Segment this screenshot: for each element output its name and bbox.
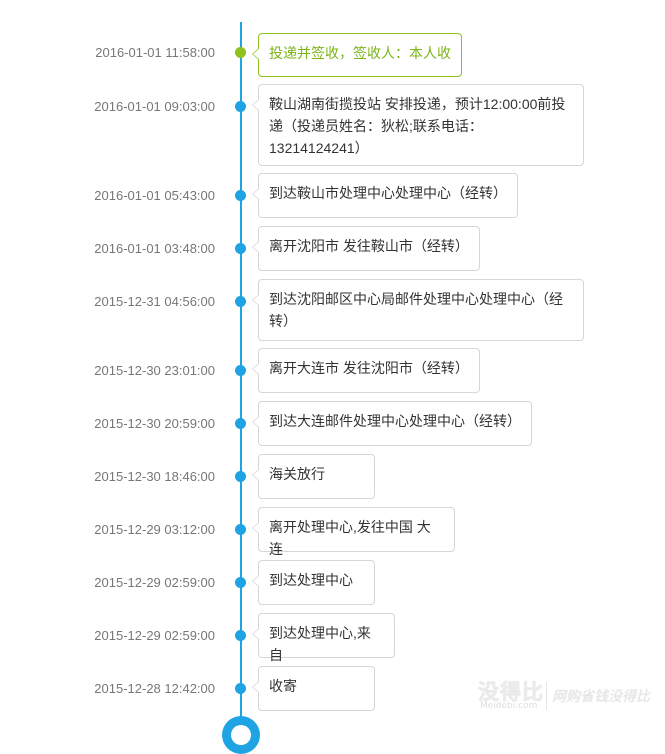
- event-time: 2015-12-29 02:59:00: [94, 575, 215, 590]
- event-dot: [235, 296, 246, 307]
- event-dot-latest: [235, 47, 246, 58]
- event-description: 投递并签收，签收人：本人收: [252, 33, 462, 77]
- tracking-timeline: 2016-01-01 11:58:00 投递并签收，签收人：本人收 2016-0…: [94, 22, 584, 754]
- event-time: 2016-01-01 03:48:00: [94, 241, 215, 256]
- event-dot: [235, 471, 246, 482]
- event-dot: [235, 190, 246, 201]
- timeline-end-icon: [222, 716, 260, 754]
- event-dot: [235, 101, 246, 112]
- event-description: 离开沈阳市 发往鞍山市（经转）: [252, 226, 480, 271]
- watermark: 没得比 Meidebi.com 网购省钱没得比: [478, 676, 660, 716]
- event-description: 离开处理中心,发往中国 大连: [252, 507, 455, 557]
- watermark-divider: [546, 682, 547, 710]
- event-time: 2016-01-01 05:43:00: [94, 188, 215, 203]
- watermark-slogan: 网购省钱没得比: [552, 688, 650, 704]
- event-dot: [235, 365, 246, 376]
- event-time: 2015-12-28 12:42:00: [94, 681, 215, 696]
- event-description: 到达沈阳邮区中心局邮件处理中心处理中心（经转）: [252, 279, 584, 341]
- event-description: 到达鞍山市处理中心处理中心（经转）: [252, 173, 518, 218]
- event-dot: [235, 630, 246, 641]
- event-time: 2015-12-29 02:59:00: [94, 628, 215, 643]
- event-time: 2015-12-31 04:56:00: [94, 294, 215, 309]
- event-dot: [235, 418, 246, 429]
- event-dot: [235, 243, 246, 254]
- event-description: 收寄: [252, 666, 375, 711]
- watermark-domain: Meidebi.com: [480, 701, 538, 711]
- event-time: 2016-01-01 11:58:00: [95, 45, 215, 60]
- event-time: 2015-12-30 18:46:00: [94, 469, 215, 484]
- event-dot: [235, 524, 246, 535]
- event-description: 鞍山湖南街揽投站 安排投递，预计12:00:00前投递（投递员姓名：狄松;联系电…: [252, 84, 584, 166]
- event-time: 2015-12-30 20:59:00: [94, 416, 215, 431]
- event-time: 2016-01-01 09:03:00: [94, 99, 215, 114]
- event-time: 2015-12-30 23:01:00: [94, 363, 215, 378]
- event-time: 2015-12-29 03:12:00: [94, 522, 215, 537]
- event-description: 到达处理中心: [252, 560, 375, 605]
- watermark-brand: 没得比: [478, 681, 544, 704]
- event-dot: [235, 577, 246, 588]
- event-description: 到达大连邮件处理中心处理中心（经转）: [252, 401, 532, 446]
- event-description: 海关放行: [252, 454, 375, 499]
- event-dot: [235, 683, 246, 694]
- event-description: 离开大连市 发往沈阳市（经转）: [252, 348, 480, 393]
- event-description: 到达处理中心,来自: [252, 613, 395, 663]
